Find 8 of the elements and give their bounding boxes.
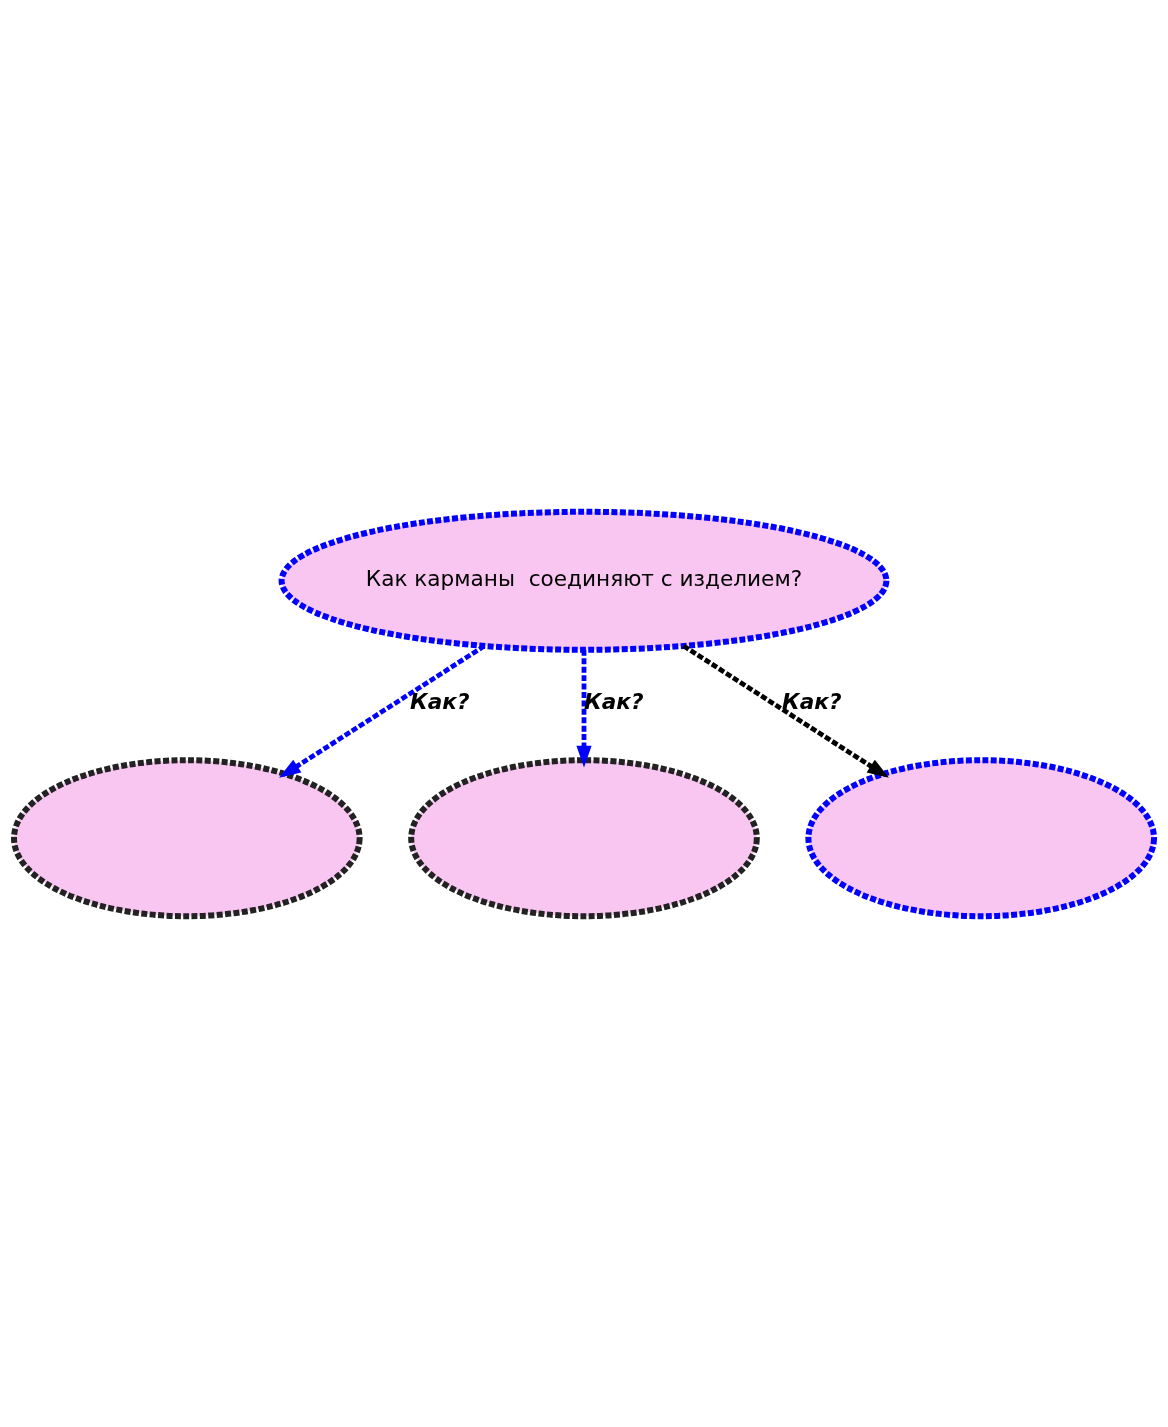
node-ellipse xyxy=(408,756,760,919)
edge-label: Как? xyxy=(782,688,842,714)
arrow xyxy=(682,643,889,778)
node-ellipse: Как карманы соединяют с изделием? xyxy=(278,508,890,653)
edge-label: Как? xyxy=(410,688,470,714)
arrow xyxy=(279,643,486,778)
arrow xyxy=(576,649,592,767)
edge-label: Как? xyxy=(584,688,644,714)
